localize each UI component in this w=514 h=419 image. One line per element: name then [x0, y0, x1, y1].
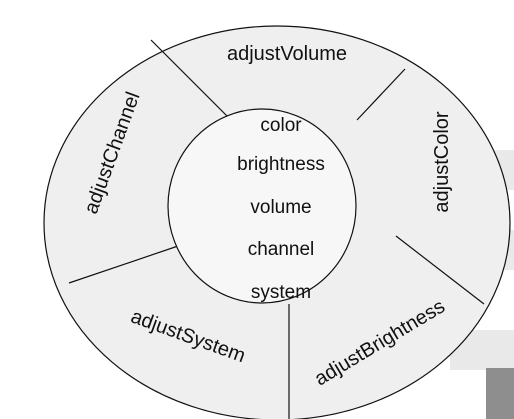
core-circle [167, 108, 357, 304]
segment-right-label: adjustColor [431, 111, 453, 213]
segment-dividers [68, 39, 485, 419]
core-attribute: channel [248, 239, 315, 260]
core-attribute: system [251, 282, 311, 303]
core-attributes: color brightness volume channel system [237, 115, 325, 303]
dark-tile [486, 368, 514, 419]
core-attribute: color [260, 115, 302, 136]
core-attribute: brightness [237, 154, 325, 175]
core-attribute: volume [250, 197, 311, 218]
segment-top-label: adjustVolume [227, 43, 347, 65]
